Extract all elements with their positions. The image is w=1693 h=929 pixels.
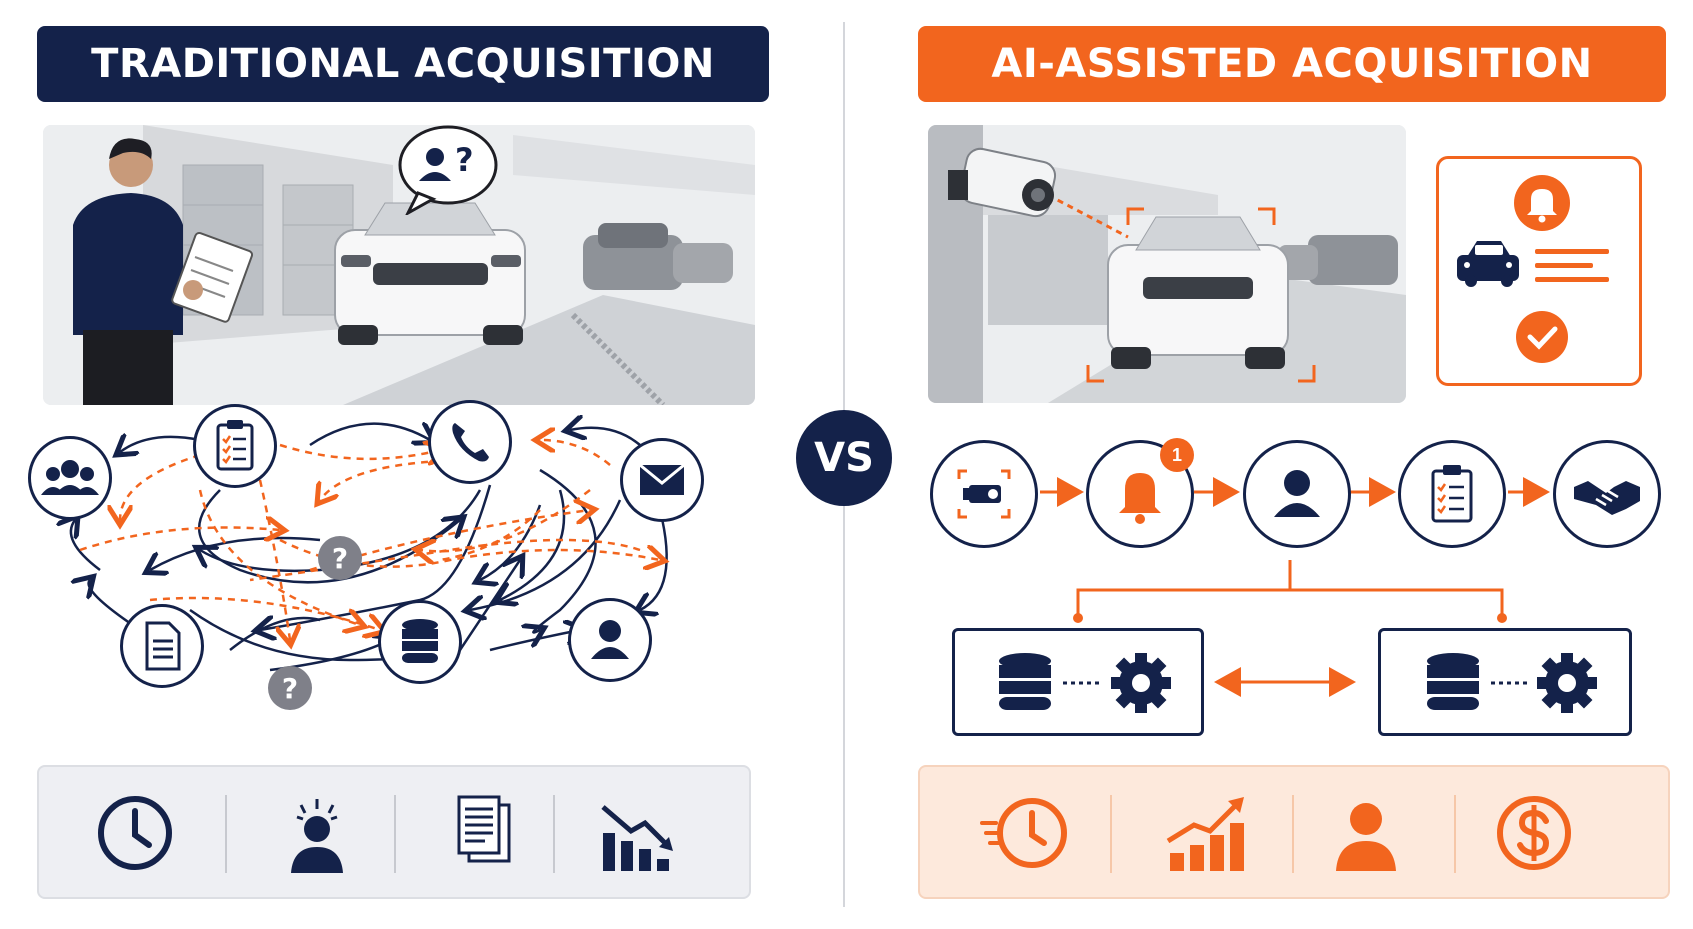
- question-speech-bubble: [398, 125, 498, 215]
- fast-clock-icon: [980, 787, 1072, 879]
- vehicle-alert-card: [1436, 156, 1642, 386]
- bubble-question-mark: ?: [455, 141, 474, 179]
- person-icon: [1320, 787, 1412, 879]
- notification-badge: 1: [1160, 438, 1194, 472]
- gear-icon: [1537, 653, 1597, 713]
- paperwork-icon: [437, 787, 529, 879]
- agent-user-icon: [1243, 440, 1351, 548]
- declining-chart-icon: [593, 787, 685, 879]
- phone-icon: [428, 400, 512, 484]
- team-icon: [28, 436, 112, 520]
- vehicle-icon: [1457, 241, 1519, 287]
- dollar-icon: [1488, 787, 1580, 879]
- traditional-dealership-scene: ?: [43, 125, 755, 405]
- growth-chart-icon: [1160, 787, 1252, 879]
- user-icon: [568, 598, 652, 682]
- traditional-outcomes-panel: [37, 765, 751, 899]
- database-icon: [1427, 653, 1479, 710]
- confusion-question-mark: ?: [318, 536, 362, 580]
- clipboard-icon: [193, 404, 277, 488]
- clock-icon: [89, 787, 181, 879]
- email-icon: [620, 438, 704, 522]
- camera-icon: [930, 440, 1038, 548]
- gear-icon: [1111, 653, 1171, 713]
- traditional-acquisition-title: TRADITIONAL ACQUISITION: [37, 26, 769, 102]
- confusion-question-mark-lower: ?: [268, 666, 312, 710]
- document-icon: [120, 604, 204, 688]
- database-icon: [378, 600, 462, 684]
- check-icon: [1516, 311, 1568, 363]
- handshake-icon: [1553, 440, 1661, 548]
- chaotic-connections: [20, 410, 740, 672]
- structured-flow-connectors: [1040, 477, 1550, 697]
- data-system-box-right: [1378, 628, 1632, 736]
- checklist-icon: [1398, 440, 1506, 548]
- ai-outcomes-panel: [918, 765, 1670, 899]
- vs-badge: VS: [796, 410, 892, 506]
- stressed-person-icon: [271, 787, 363, 879]
- ai-camera-detection-scene: [928, 125, 1406, 403]
- data-system-box-left: [952, 628, 1204, 736]
- database-icon: [999, 653, 1051, 710]
- ai-assisted-acquisition-title: AI-ASSISTED ACQUISITION: [918, 26, 1666, 102]
